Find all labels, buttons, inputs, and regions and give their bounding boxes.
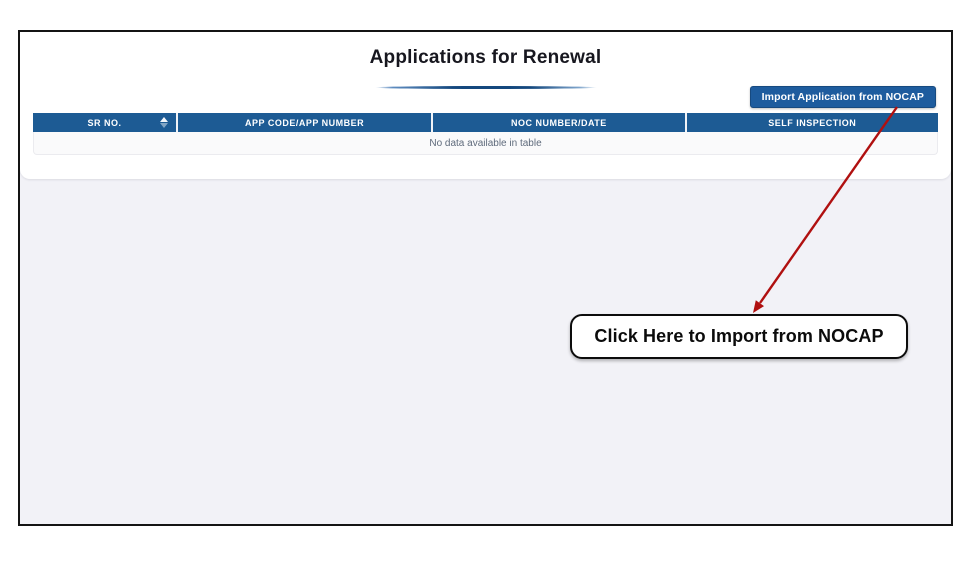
table-empty-row: No data available in table xyxy=(33,132,938,155)
content-panel: Applications for Renewal Import Applicat… xyxy=(20,32,951,179)
column-header-label: SELF INSPECTION xyxy=(768,117,857,128)
import-application-from-nocap-button[interactable]: Import Application from NOCAP xyxy=(749,86,936,108)
page-title: Applications for Renewal xyxy=(369,47,602,68)
sort-icon[interactable] xyxy=(160,116,169,129)
table-header-row: SR NO. APP CODE/APP NUMBER NOC NUMBER/DA… xyxy=(33,113,938,132)
column-header-sr-no[interactable]: SR NO. xyxy=(33,113,176,132)
title-underline xyxy=(374,86,597,89)
callout-label: Click Here to Import from NOCAP xyxy=(594,326,884,346)
applications-renewal-table: SR NO. APP CODE/APP NUMBER NOC NUMBER/DA… xyxy=(33,113,938,155)
sort-desc-icon xyxy=(160,123,169,128)
column-header-label: NOC NUMBER/DATE xyxy=(510,117,607,128)
app-window-frame: Applications for Renewal Import Applicat… xyxy=(18,30,953,526)
column-header-app-code[interactable]: APP CODE/APP NUMBER xyxy=(175,113,432,132)
column-header-noc-number[interactable]: NOC NUMBER/DATE xyxy=(431,113,685,132)
column-header-label: SR NO. xyxy=(87,117,122,128)
callout-box: Click Here to Import from NOCAP xyxy=(570,314,908,359)
empty-message: No data available in table xyxy=(429,137,542,149)
column-header-self-inspection[interactable]: SELF INSPECTION xyxy=(684,113,938,132)
sort-asc-icon xyxy=(160,117,169,122)
column-header-label: APP CODE/APP NUMBER xyxy=(244,117,365,128)
